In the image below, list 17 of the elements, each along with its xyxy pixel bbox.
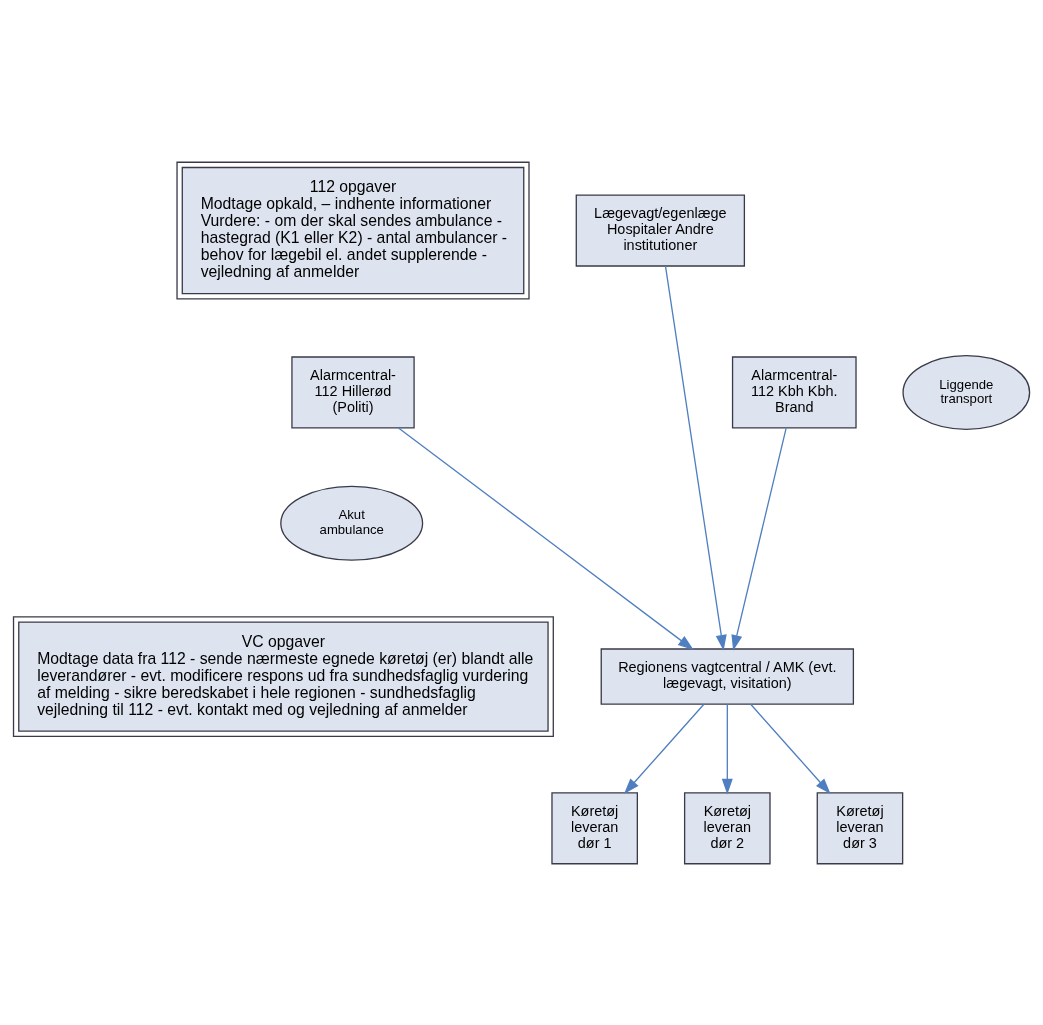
arrow	[721, 703, 733, 794]
node-box: Køretøj leveran dør 1	[551, 791, 638, 864]
arrow	[397, 426, 694, 650]
node-box: Lægevagt/egenlæge Hospitaler Andre institutioner	[575, 193, 746, 267]
node-box: Alarmcentral- 112 Hillerød (Politi)	[291, 355, 415, 429]
arrow	[750, 703, 831, 794]
arrow	[664, 265, 727, 651]
node-box: Køretøj leveran dør 3	[816, 791, 904, 864]
node-box: VC opgaver Modtage data fra 112 - sende nærmeste egnede køretøj (er) blandt alle leverandører - evt. modificere respons ud fra sundhedsfaglig vurdering af melding - sikre beredskabet i hele regionen - sundhedsfaglig vejledning til 112 - evt. kontakt med og vejledning af anmelder	[12, 615, 554, 737]
node-ellipse: Liggende transport	[902, 354, 1031, 430]
node-box: Regionens vagtcentral / AMK (evt. lægevagt, visitation)	[600, 647, 855, 705]
arrow	[624, 703, 705, 794]
arrow	[731, 427, 787, 651]
node-box: Køretøj leveran dør 2	[683, 791, 771, 864]
node-box: 112 opgaver Modtage opkald, – indhente informationer Vurdere: - om der skal sendes ambulance - hastegrad (K1 eller K2) - antal ambulancer - behov for lægebil el. andet supplerende - vejledning af anmelder	[176, 161, 530, 299]
node-ellipse: Akut ambulance	[280, 485, 424, 561]
node-box: Alarmcentral- 112 Kbh Kbh. Brand	[731, 355, 857, 429]
